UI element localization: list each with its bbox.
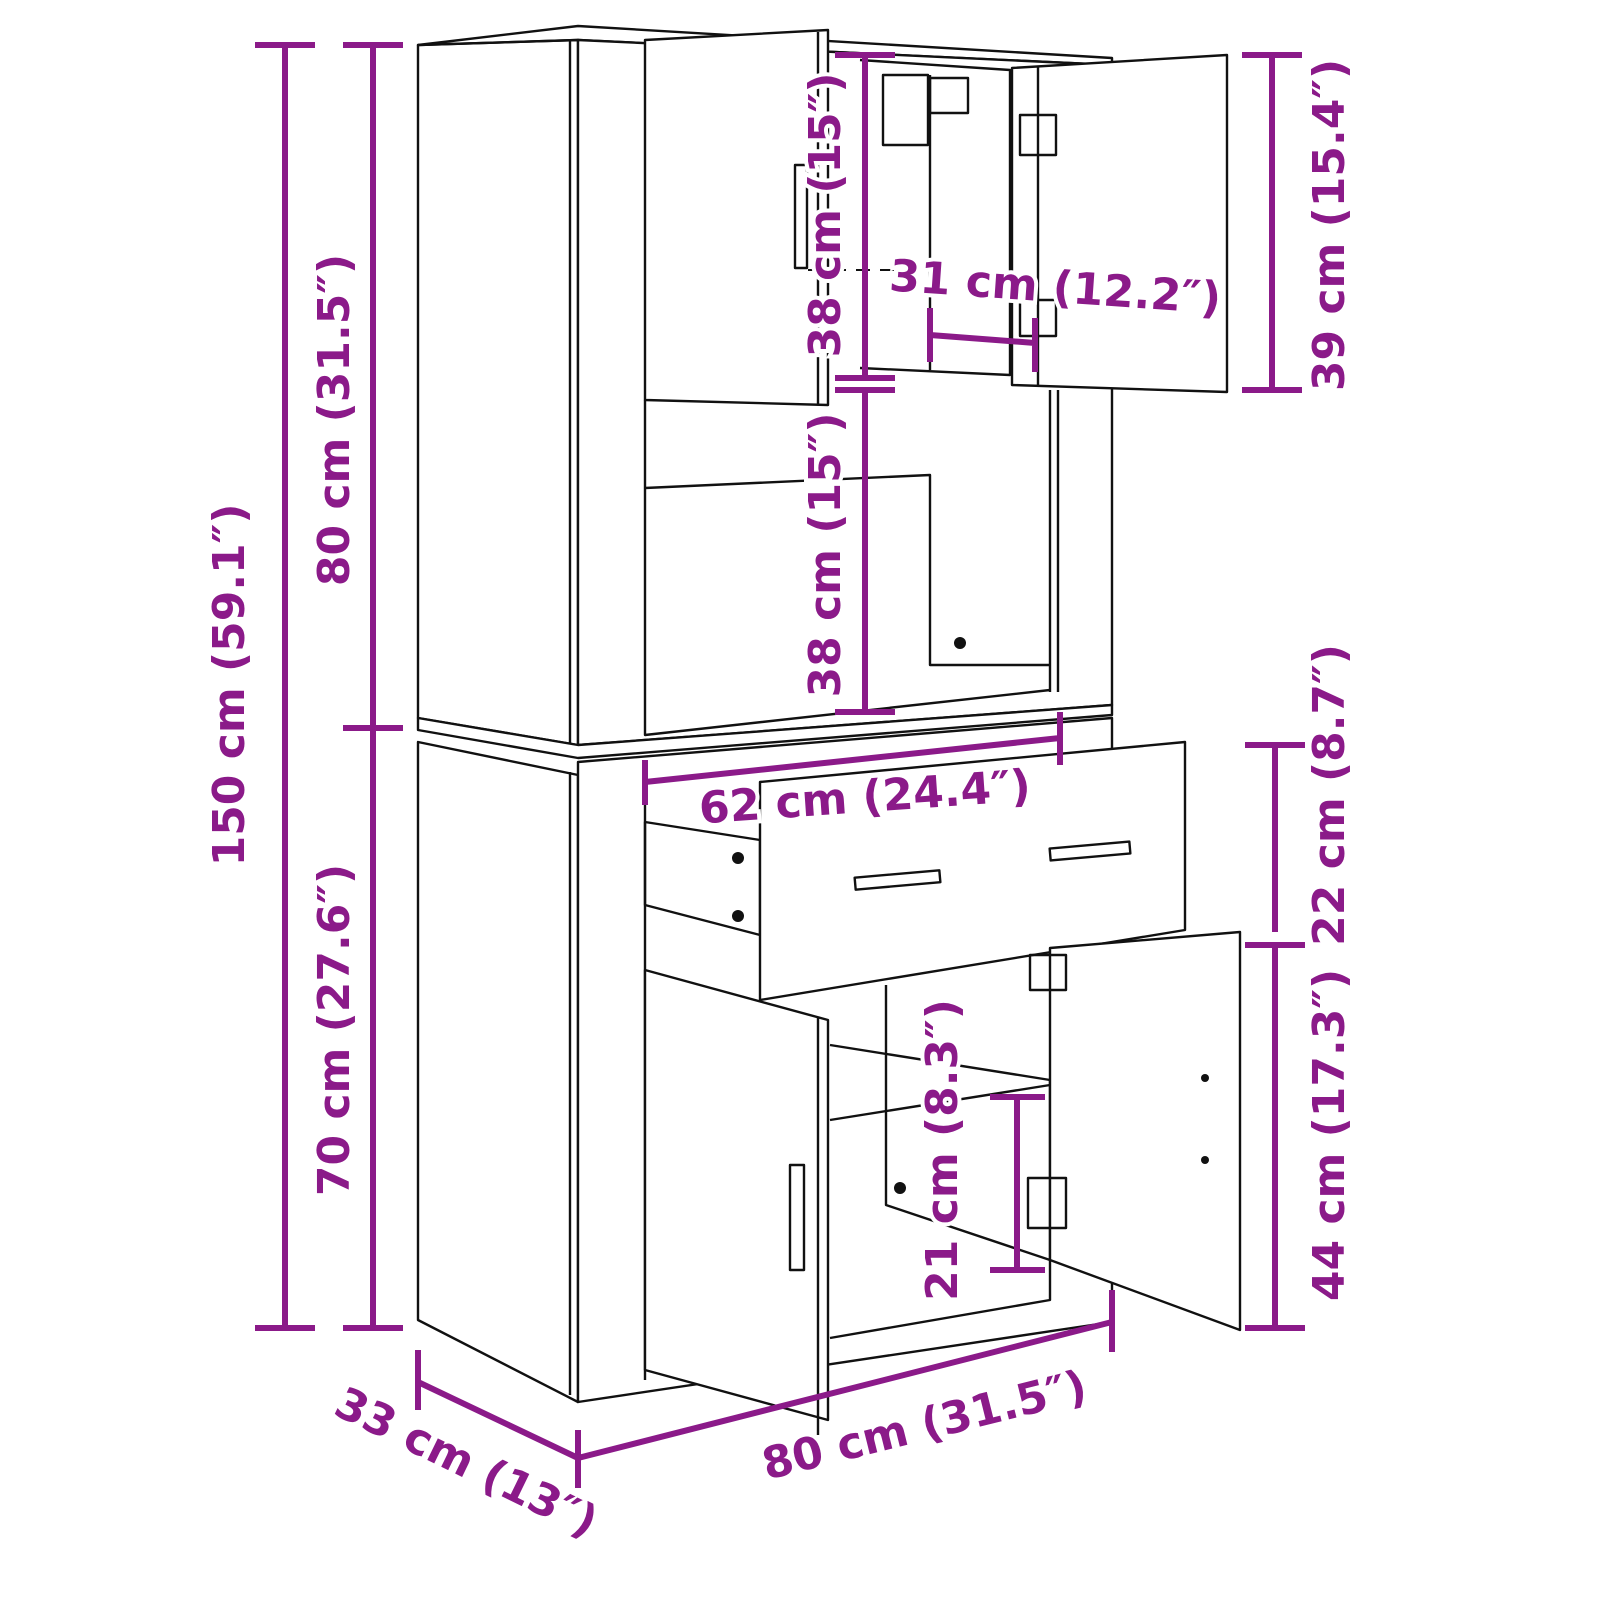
upper-door-height-line bbox=[1242, 52, 1302, 393]
peg-hole bbox=[1201, 1074, 1209, 1082]
peg-hole bbox=[732, 910, 744, 922]
label-lower-height: 70 cm (27.6″) bbox=[309, 864, 360, 1196]
lower-shelf bbox=[884, 985, 1051, 1262]
upper-right-door bbox=[1010, 53, 1229, 394]
lower-left-door[interactable] bbox=[643, 968, 830, 1422]
hinge-icon bbox=[928, 76, 970, 115]
upper-side-panel bbox=[416, 38, 580, 747]
lower-shelf-front bbox=[829, 1083, 1051, 1122]
upper-left-door bbox=[643, 28, 830, 407]
dimension-lines bbox=[255, 42, 1305, 1488]
label-drawer-height: 22 cm (8.7″) bbox=[1304, 644, 1355, 946]
door-handle bbox=[793, 163, 809, 270]
total-height-line bbox=[255, 42, 315, 1331]
label-lower-compartment-height: 21 cm (8.3″) bbox=[917, 999, 968, 1301]
hinge-icon bbox=[1018, 113, 1058, 157]
peg-hole bbox=[732, 852, 744, 864]
upper-open-shelf bbox=[643, 400, 1051, 737]
peg-hole bbox=[1201, 1156, 1209, 1164]
label-upper-compartment-height: 38 cm (15″) bbox=[800, 73, 851, 358]
door-handle[interactable] bbox=[788, 1163, 806, 1272]
peg-hole bbox=[894, 1182, 906, 1194]
lower-side-panel bbox=[416, 740, 580, 1404]
upper-lower-height-line bbox=[343, 42, 403, 1331]
compartment-depth-line bbox=[927, 308, 1038, 372]
label-lower-door-height: 44 cm (17.3″) bbox=[1304, 969, 1355, 1301]
upper-compartment bbox=[859, 58, 1012, 377]
hinge-icon bbox=[1028, 953, 1068, 992]
lower-right-door[interactable] bbox=[1048, 930, 1242, 1332]
width-line bbox=[575, 1290, 1115, 1488]
hinge-plate bbox=[881, 73, 930, 147]
depth-line bbox=[415, 1350, 580, 1461]
label-upper-height: 80 cm (31.5″) bbox=[309, 254, 360, 586]
dimension-labels: 150 cm (59.1″) 80 cm (31.5″) 70 cm (27.6… bbox=[200, 55, 1359, 1552]
shelf-line bbox=[644, 473, 1050, 667]
drawer-handle[interactable] bbox=[1048, 840, 1132, 862]
hinge-icon bbox=[1026, 1176, 1068, 1230]
inner-width-line bbox=[642, 712, 1063, 805]
drawer-door-height-lines bbox=[1245, 742, 1305, 1331]
drawer-front bbox=[758, 740, 1187, 1002]
lower-top bbox=[416, 703, 1114, 760]
drawer-handle[interactable] bbox=[853, 869, 942, 891]
cabinet-drawing bbox=[416, 24, 1242, 1435]
lower-compartment-height-line bbox=[990, 1094, 1045, 1273]
peg-hole bbox=[954, 637, 966, 649]
compartment-height-lines bbox=[835, 52, 895, 715]
label-total-height: 150 cm (59.1″) bbox=[204, 504, 255, 867]
label-middle-compartment-height: 38 cm (15″) bbox=[800, 413, 851, 698]
label-upper-door-height: 39 cm (15.4″) bbox=[1304, 59, 1355, 391]
